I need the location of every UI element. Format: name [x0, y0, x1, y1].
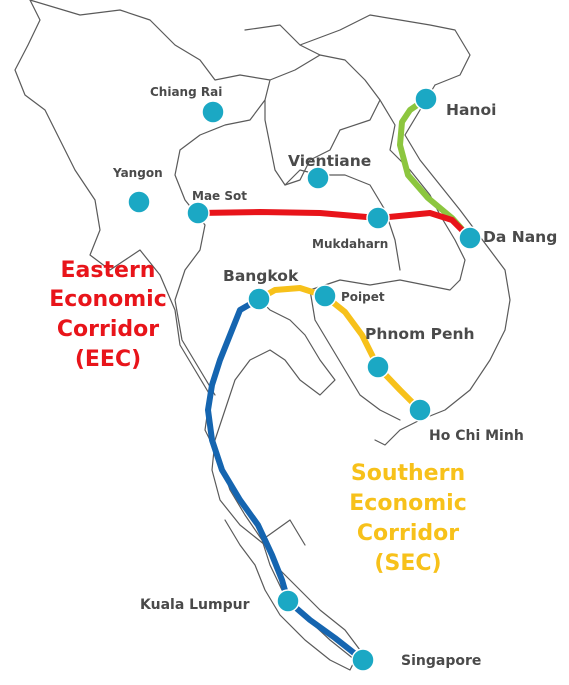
- city-label-phnom-penh: Phnom Penh: [365, 325, 475, 343]
- sec-label: Southern Economic Corridor (SEC): [349, 461, 466, 576]
- city-dot-bangkok[interactable]: [247, 287, 271, 311]
- city-dot-phnom-penh[interactable]: [366, 355, 390, 379]
- city-label-yangon: Yangon: [112, 166, 163, 180]
- thailand-gulf-coast: [211, 294, 361, 671]
- eec-label-line: Corridor: [57, 317, 159, 342]
- city-dot-da-nang[interactable]: [458, 226, 482, 250]
- city-label-chiang-rai: Chiang Rai: [150, 85, 222, 99]
- city-dot-kuala-lumpur[interactable]: [276, 589, 300, 613]
- city-label-bangkok: Bangkok: [223, 267, 299, 285]
- city-dot-hanoi[interactable]: [414, 87, 438, 111]
- myanmar-west-coast: [14, 0, 221, 461]
- city-dot-singapore[interactable]: [351, 648, 375, 672]
- city-label-singapore: Singapore: [401, 653, 481, 669]
- sec-label-line: (SEC): [374, 551, 441, 576]
- sec-label-line: Corridor: [357, 521, 459, 546]
- laos-vietnam-border: [379, 99, 466, 281]
- city-dot-mukdaharn[interactable]: [366, 206, 390, 230]
- china-laos-border: [244, 14, 471, 86]
- city-label-hanoi: Hanoi: [446, 101, 496, 119]
- eec-label-line: (EEC): [75, 347, 141, 372]
- city-label-da-nang: Da Nang: [483, 228, 557, 246]
- city-dot-ho-chi-minh[interactable]: [408, 398, 432, 422]
- city-markers: [127, 87, 482, 672]
- sec-route: [256, 285, 423, 413]
- city-label-ho-chi-minh: Ho Chi Minh: [429, 428, 524, 444]
- sec-label-line: Economic: [349, 491, 466, 516]
- myanmar-north: [29, 0, 241, 81]
- city-dot-yangon[interactable]: [127, 190, 151, 214]
- city-labels: Chiang Rai Hanoi Vientiane Yangon Mae So…: [112, 85, 557, 669]
- myanmar-thai-border: [174, 74, 271, 396]
- eec-label-line: Economic: [49, 287, 166, 312]
- city-label-mukdaharn: Mukdaharn: [312, 237, 388, 251]
- eec-label-line: Eastern: [61, 258, 156, 283]
- vietnam-coast: [374, 84, 511, 446]
- city-label-vientiane: Vientiane: [288, 152, 371, 170]
- west-corridor-route: [205, 296, 366, 663]
- laos-west-border: [264, 54, 381, 186]
- cambodia-border: [309, 279, 461, 421]
- eec-label: Eastern Economic Corridor (EEC): [49, 258, 166, 372]
- city-dot-vientiane[interactable]: [306, 166, 330, 190]
- city-dot-chiang-rai[interactable]: [201, 100, 225, 124]
- city-dot-poipet[interactable]: [313, 284, 337, 308]
- sec-label-line: Southern: [351, 461, 465, 486]
- city-label-poipet: Poipet: [341, 290, 385, 304]
- thai-malay-border: [261, 519, 306, 546]
- city-label-kuala-lumpur: Kuala Lumpur: [140, 597, 250, 613]
- north-corridor-route: [397, 96, 473, 241]
- city-label-mae-sot: Mae Sot: [192, 189, 247, 203]
- city-dot-mae-sot[interactable]: [186, 201, 210, 225]
- malay-peninsula-west: [219, 459, 356, 661]
- eec-route: [195, 209, 473, 241]
- laos-thai-mekong: [284, 169, 401, 271]
